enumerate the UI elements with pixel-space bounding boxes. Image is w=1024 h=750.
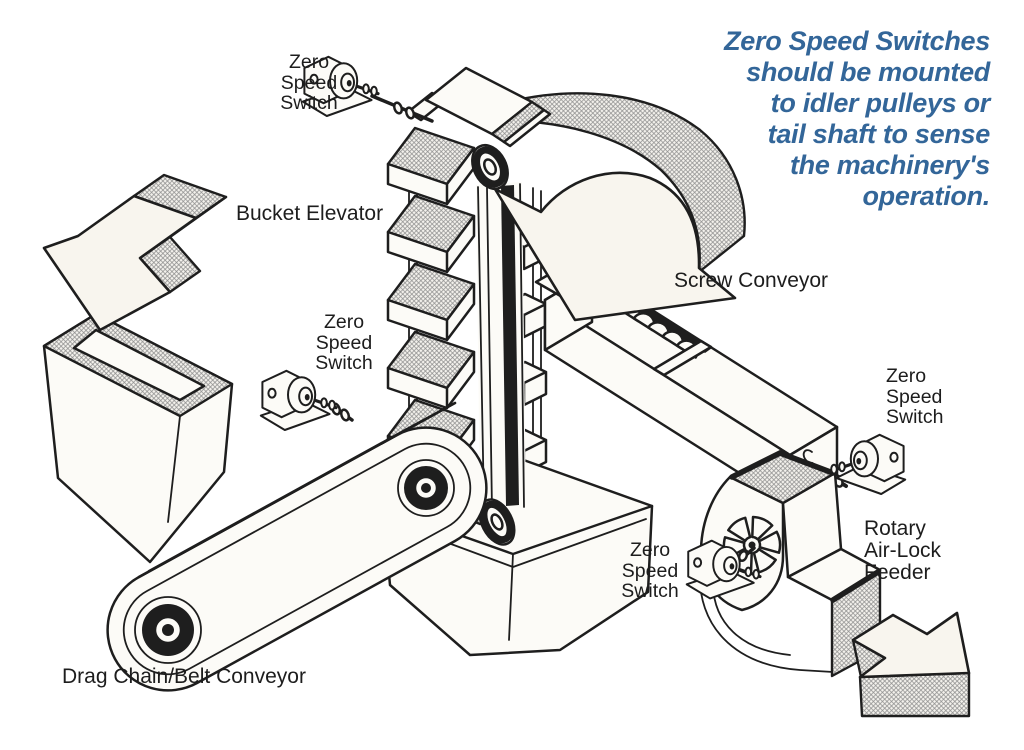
label-drag-chain-belt-conveyor: Drag Chain/Belt Conveyor	[62, 665, 306, 688]
zero-speed-switches	[259, 55, 907, 600]
note-line: Zero Speed Switches	[724, 26, 990, 56]
note-line: to idler pulleys or	[770, 88, 991, 118]
label-zero-speed-switch-top: Zero Speed Switch	[267, 52, 351, 114]
label-line: Speed	[621, 559, 679, 582]
label-bucket-elevator: Bucket Elevator	[236, 202, 384, 225]
drag-chain-belt-conveyor	[106, 401, 488, 692]
label-line: Zero	[629, 539, 671, 561]
elevator-head-spout	[406, 66, 552, 148]
label-zero-speed-switch-screw: Zero Speed Switch	[886, 366, 970, 428]
elevator-belt	[471, 144, 526, 546]
label-line: Zero	[323, 311, 365, 333]
belt-dark-stripe	[501, 185, 519, 506]
label-zero-speed-switch-feeder: Zero Speed Switch	[608, 540, 692, 602]
conveyor-body	[106, 426, 488, 692]
label-line: Rotary	[864, 517, 926, 540]
label-line: Switch	[315, 352, 373, 374]
flow-arrow	[493, 92, 746, 322]
inlet-hopper	[42, 312, 234, 564]
label-line: Speed	[280, 71, 338, 94]
label-line: Switch	[280, 92, 338, 114]
conveyor-tail-pulley	[134, 596, 202, 664]
label-rotary-airlock-feeder: Rotary Air-Lock Feeder	[864, 518, 974, 584]
label-line: Feeder	[864, 561, 931, 584]
zero-speed-switch-device-mid	[259, 369, 338, 432]
infeed-arrow	[42, 173, 228, 332]
label-line: Zero	[288, 51, 330, 73]
label-line: Zero	[886, 365, 927, 387]
label-line: Speed	[315, 331, 373, 354]
label-zero-speed-switch-mid: Zero Speed Switch	[302, 312, 386, 374]
note-line: tail shaft to sense	[767, 119, 991, 149]
discharge-arrow	[851, 611, 971, 718]
conveyor-flights	[192, 423, 419, 548]
bucket-elevator	[381, 126, 654, 657]
conveyor-head-pulley	[397, 459, 455, 517]
screw-trough-step	[652, 339, 713, 377]
note-line: should be mounted	[746, 57, 990, 87]
note-line: operation.	[862, 181, 990, 211]
head-pulley	[471, 144, 509, 190]
label-screw-conveyor: Screw Conveyor	[674, 269, 829, 292]
note-line: the machinery's	[789, 150, 990, 180]
label-line: Air-Lock	[864, 539, 942, 562]
elevator-buckets-front	[386, 126, 476, 478]
label-line: Speed	[886, 385, 943, 408]
label-line: Switch	[886, 406, 944, 428]
note-zero-speed-switches: Zero Speed Switches should be mounted to…	[670, 26, 990, 212]
label-line: Switch	[621, 580, 679, 602]
